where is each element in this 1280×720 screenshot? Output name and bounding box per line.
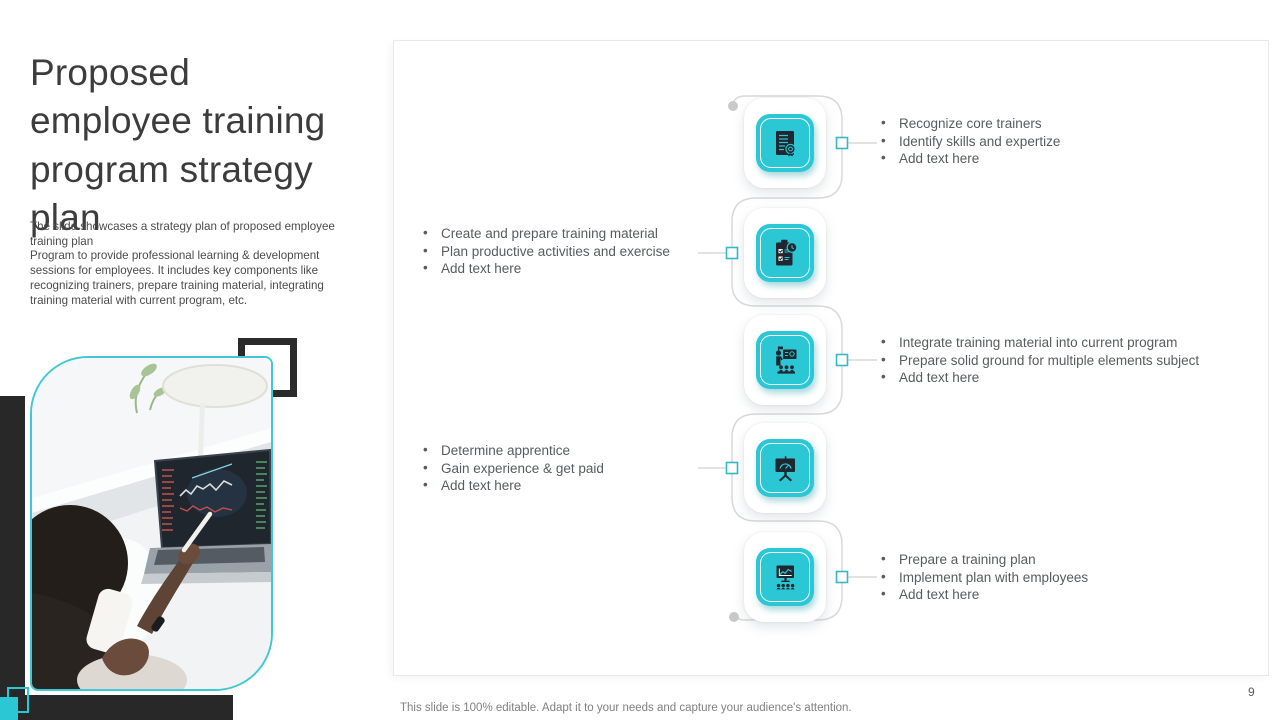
bullet-item: Add text here	[878, 149, 1208, 168]
photo-trader-on-phone	[30, 356, 273, 691]
bullet-item: Recognize core trainers	[878, 114, 1208, 133]
training-plan-screen-team-icon	[776, 565, 795, 590]
step-3-tile	[756, 331, 814, 389]
step-5-bullets: Prepare a training planImplement plan wi…	[878, 550, 1218, 604]
tile-inner-border	[760, 118, 810, 168]
bullet-item: Create and prepare training material	[420, 224, 732, 243]
photo-person	[32, 505, 213, 689]
bullet-item: Add text here	[420, 259, 732, 278]
step-3-icon-card[interactable]	[744, 315, 826, 405]
step-5-tile	[756, 548, 814, 606]
decor-dark-vertical-bar	[0, 396, 25, 720]
tile-inner-border	[760, 443, 810, 493]
certificate-document-icon	[776, 131, 796, 157]
bullet-item: Plan productive activities and exercise	[420, 242, 732, 261]
bullet-item: Determine apprentice	[420, 441, 732, 460]
step-5-icon-card[interactable]	[744, 532, 826, 622]
step-2-icon-card[interactable]	[744, 208, 826, 298]
bullet-item: Add text here	[878, 585, 1218, 604]
strategy-board-icon	[775, 456, 795, 482]
tile-inner-border	[760, 335, 810, 385]
bullet-item: Integrate training material into current…	[878, 333, 1270, 352]
step-3-bullets: Integrate training material into current…	[878, 333, 1270, 387]
step-2-bullets: Create and prepare training materialPlan…	[420, 224, 732, 278]
step-2-tile	[756, 224, 814, 282]
bullet-item: Gain experience & get paid	[420, 459, 732, 478]
step-4-bullets: Determine apprenticeGain experience & ge…	[420, 441, 732, 495]
step-4-tile	[756, 439, 814, 497]
photo-phone	[86, 588, 133, 654]
bullet-item: Prepare solid ground for multiple elemen…	[878, 351, 1270, 370]
bullet-item: Add text here	[878, 368, 1270, 387]
footer-note: This slide is 100% editable. Adapt it to…	[400, 702, 852, 714]
slide-description-line-2: Program to provide professional learning…	[30, 249, 324, 307]
step-1-icon-card[interactable]	[744, 98, 826, 188]
tile-inner-border	[760, 228, 810, 278]
decor-teal-square	[0, 697, 18, 720]
bullet-item: Identify skills and expertize	[878, 132, 1208, 151]
bullet-item: Prepare a training plan	[878, 550, 1218, 569]
slide-description-line-1: The slide showcases a strategy plan of p…	[30, 220, 335, 248]
decor-dark-bottom-bar	[25, 695, 233, 720]
step-4-icon-card[interactable]	[744, 423, 826, 513]
page-number: 9	[1248, 685, 1255, 699]
slide-description: The slide showcases a strategy plan of p…	[30, 220, 352, 308]
step-1-bullets: Recognize core trainersIdentify skills a…	[878, 114, 1208, 168]
bullet-item: Implement plan with employees	[878, 568, 1218, 587]
slide-title: Proposed employee training program strat…	[30, 51, 326, 239]
clipboard-checklist-clock-icon	[776, 239, 798, 266]
trainer-presentation-audience-icon	[775, 346, 797, 374]
tile-inner-border	[760, 552, 810, 602]
bullet-item: Add text here	[420, 476, 732, 495]
photo-illustration	[32, 358, 271, 689]
photo-pen	[181, 511, 213, 553]
step-1-tile	[756, 114, 814, 172]
